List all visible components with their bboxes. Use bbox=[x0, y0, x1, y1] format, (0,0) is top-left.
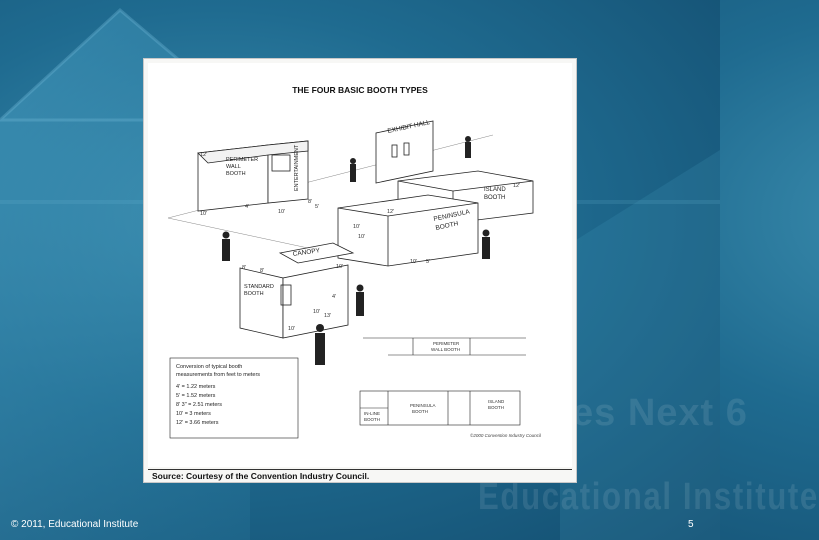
watermark-line-2: Educational Institute bbox=[478, 476, 819, 518]
dimension-label: 8' bbox=[308, 199, 312, 205]
figure-title: THE FOUR BASIC BOOTH TYPES bbox=[292, 85, 428, 95]
dimension-label: 10' bbox=[410, 259, 417, 265]
perimeter-wall-label-1: PERIMETER bbox=[226, 157, 258, 163]
dimension-label: 10' bbox=[278, 209, 285, 215]
person-figure bbox=[222, 136, 490, 365]
island-label-2: BOOTH bbox=[484, 195, 505, 201]
source-caption: Source: Courtesy of the Convention Indus… bbox=[148, 469, 572, 483]
conversion-row: 5' = 1.52 meters bbox=[176, 393, 216, 399]
plan-perimeter-label-1: PERIMETER bbox=[433, 341, 460, 346]
perimeter-wall-label-3: BOOTH bbox=[226, 171, 246, 177]
standard-label-1: STANDARD bbox=[244, 284, 274, 290]
page-number: 5 bbox=[688, 519, 694, 530]
peninsula-booth bbox=[337, 194, 479, 267]
dimension-label: 10' bbox=[336, 264, 343, 270]
dimension-label: 10' bbox=[358, 234, 365, 240]
dimension-labels: 12' 10' 4' 10' 8' 5' 10' 12' 10' 10' 10'… bbox=[200, 152, 520, 332]
conversion-heading-2: measurements from feet to meters bbox=[176, 372, 260, 378]
standard-booth bbox=[239, 242, 355, 339]
plan-lower-booths bbox=[359, 390, 521, 426]
figure-copyright: ©2000 Convention Industry Council bbox=[470, 432, 542, 438]
conversion-heading-1: Conversion of typical booth bbox=[176, 364, 242, 370]
conversion-row: 8' 3" = 2.51 meters bbox=[176, 402, 222, 408]
dimension-label: 4' bbox=[332, 294, 336, 300]
plan-peninsula-label-2: BOOTH bbox=[412, 409, 428, 414]
peninsula-label-2: BOOTH bbox=[435, 220, 459, 232]
dimension-label: 8' bbox=[242, 265, 246, 271]
exhibit-hall-wall bbox=[375, 120, 434, 184]
booth-types-figure: THE FOUR BASIC BOOTH TYPES EXHIBIT HALL … bbox=[148, 63, 572, 467]
plan-island-label-1: ISLAND bbox=[488, 399, 505, 404]
standard-label-2: BOOTH bbox=[244, 291, 264, 297]
footer-copyright: © 2011, Educational Institute bbox=[11, 519, 139, 530]
perimeter-wall-label-2: WALL bbox=[226, 164, 241, 170]
dimension-label: 12' bbox=[513, 183, 520, 189]
dimension-label: 12' bbox=[200, 152, 207, 158]
dimension-label: 10' bbox=[288, 326, 295, 332]
entertainment-label: ENTERTAINMENT bbox=[294, 144, 300, 191]
conversion-box bbox=[169, 357, 299, 439]
island-label-1: ISLAND bbox=[484, 187, 506, 193]
plan-inline-label-2: BOOTH bbox=[364, 417, 380, 422]
watermark-line-1: es Next 6 bbox=[572, 392, 748, 434]
dimension-label: 4' bbox=[245, 204, 249, 210]
plan-peninsula-label-1: PENINSULA bbox=[410, 403, 436, 408]
dimension-label: 12' bbox=[387, 209, 394, 215]
plan-inline-label-1: IN-LINE bbox=[364, 411, 380, 416]
conversion-row: 4' = 1.22 meters bbox=[176, 384, 216, 390]
conversion-row: 10' = 3 meters bbox=[176, 411, 211, 417]
plan-perimeter-label-2: WALL BOOTH bbox=[431, 347, 460, 352]
dimension-label: 10' bbox=[313, 309, 320, 315]
conversion-row: 12' = 3.66 meters bbox=[176, 420, 219, 426]
dimension-label: 5' bbox=[315, 204, 319, 210]
plan-island-label-2: BOOTH bbox=[488, 405, 504, 410]
plan-perimeter-wall bbox=[363, 337, 526, 356]
dimension-label: 8' bbox=[260, 268, 264, 274]
dimension-label: 10' bbox=[200, 211, 207, 217]
dimension-label: 10' bbox=[353, 224, 360, 230]
perimeter-wall-booth bbox=[197, 140, 309, 212]
canopy-label: CANOPY bbox=[292, 247, 321, 258]
dimension-label: 13' bbox=[324, 313, 331, 319]
dimension-label: 5' bbox=[426, 259, 430, 265]
